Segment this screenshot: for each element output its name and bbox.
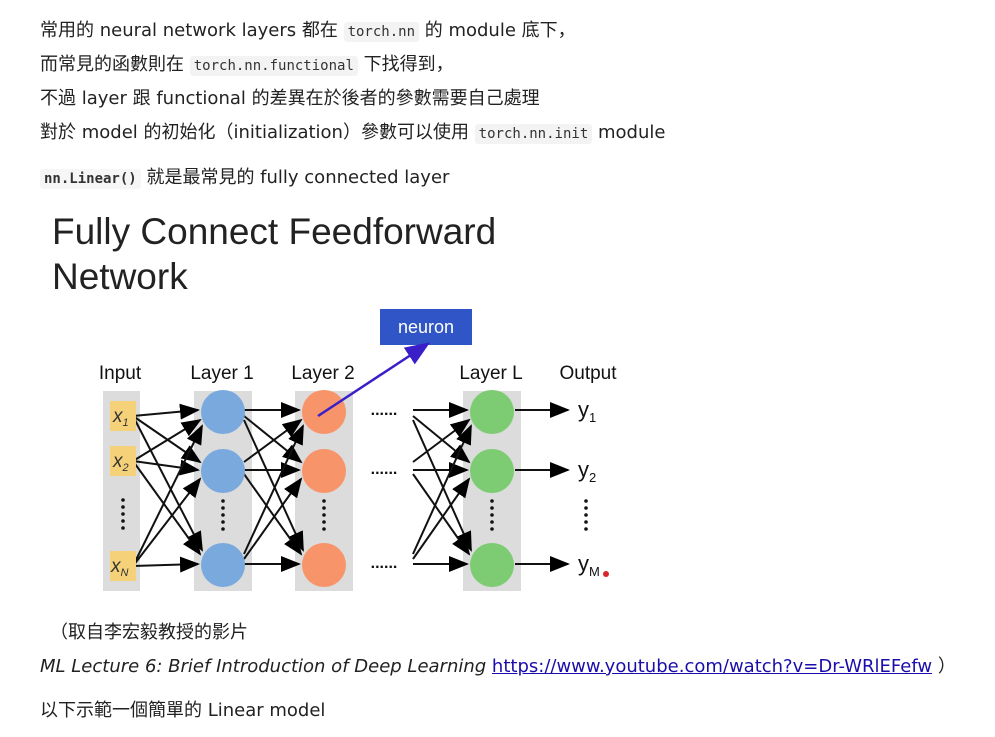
horizontal-ellipsis: ...... xyxy=(371,555,398,572)
paragraph-line-3: 不過 layer 跟 functional 的差異在於後者的參數需要自己處理 xyxy=(40,88,540,109)
layer-2-node xyxy=(302,449,346,493)
layer-1-nodes xyxy=(201,390,245,587)
output-ym-label: yM xyxy=(578,551,600,579)
layer-l-node xyxy=(470,449,514,493)
paragraph-line-4: 對於 model 的初始化（initialization）參數可以使用 torc… xyxy=(40,121,665,146)
column-label-layer-l: Layer L xyxy=(459,363,522,384)
input-x1-label: x1 xyxy=(112,406,129,429)
column-label-layer-2: Layer 2 xyxy=(291,363,354,384)
network-diagram: Fully Connect Feedforward Network neuron… xyxy=(52,211,617,591)
text: 下找得到， xyxy=(357,54,454,75)
source-prefix: （取自李宏毅教授的影片 xyxy=(50,622,248,643)
column-label-output: Output xyxy=(559,363,617,384)
text: module xyxy=(592,122,666,143)
input-xn-label: xN xyxy=(110,556,129,579)
figure-title-line-1: Fully Connect Feedforward xyxy=(52,211,496,252)
layer-l-node xyxy=(470,543,514,587)
output-y1-label: y1 xyxy=(578,397,596,425)
layer-l-node xyxy=(470,390,514,434)
connections-layer1-layer2 xyxy=(243,402,304,572)
figure-title-line-2: Network xyxy=(52,256,188,297)
column-label-layer-1: Layer 1 xyxy=(190,363,253,384)
youtube-link[interactable]: https://www.youtube.com/watch?v=Dr-WRlEF… xyxy=(491,656,933,677)
connections-output xyxy=(515,402,570,572)
layer-1-node xyxy=(201,449,245,493)
paragraph-line-1: 常用的 neural network layers 都在 torch.nn 的 … xyxy=(40,19,576,44)
cursor-dot xyxy=(603,571,609,577)
output-y2-label: y2 xyxy=(578,457,596,485)
code-torch-nn: torch.nn xyxy=(343,22,420,42)
connections-input-layer1 xyxy=(132,403,203,573)
code-nn-linear: nn.Linear() xyxy=(40,169,141,189)
text: 的 module 底下， xyxy=(419,20,576,41)
layer-2-node xyxy=(302,543,346,587)
input-nodes: x1 x2 xN xyxy=(110,401,136,581)
network-figure: Fully Connect Feedforward Network neuron… xyxy=(40,204,640,603)
neuron-pointer-arrow xyxy=(317,342,431,418)
source-line: ML Lecture 6: Brief Introduction of Deep… xyxy=(40,655,956,679)
code-torch-nn-functional: torch.nn.functional xyxy=(189,56,358,76)
text: 而常見的函數則在 xyxy=(40,54,190,75)
text: 對於 model 的初始化（initialization）參數可以使用 xyxy=(40,122,475,143)
neuron-label: neuron xyxy=(398,317,454,337)
input-x2-box xyxy=(110,446,136,476)
text: 就是最常見的 fully connected layer xyxy=(140,167,450,188)
linear-line: nn.Linear() 就是最常見的 fully connected layer xyxy=(40,166,449,191)
input-x2-label: x2 xyxy=(112,451,129,474)
input-xn-box xyxy=(110,551,136,581)
source-suffix: ） xyxy=(932,656,956,677)
vertical-ellipsis-marks xyxy=(121,498,588,531)
horizontal-ellipsis: ...... xyxy=(371,461,398,478)
layer-l-nodes xyxy=(470,390,514,587)
connections-into-layer-l xyxy=(412,402,472,572)
input-x1-box xyxy=(110,401,136,431)
example-line: 以下示範一個簡單的 Linear model xyxy=(40,700,326,721)
column-label-input: Input xyxy=(99,363,142,384)
code-torch-nn-init: torch.nn.init xyxy=(474,124,593,144)
lecture-title: ML Lecture 6: Brief Introduction of Deep… xyxy=(40,656,487,677)
layer-1-node xyxy=(201,390,245,434)
layer-1-node xyxy=(201,543,245,587)
paragraph-line-2: 而常見的函數則在 torch.nn.functional 下找得到， xyxy=(40,53,454,78)
horizontal-ellipsis: ...... xyxy=(371,402,398,419)
neuron-box xyxy=(380,309,472,345)
text: 常用的 neural network layers 都在 xyxy=(40,20,344,41)
